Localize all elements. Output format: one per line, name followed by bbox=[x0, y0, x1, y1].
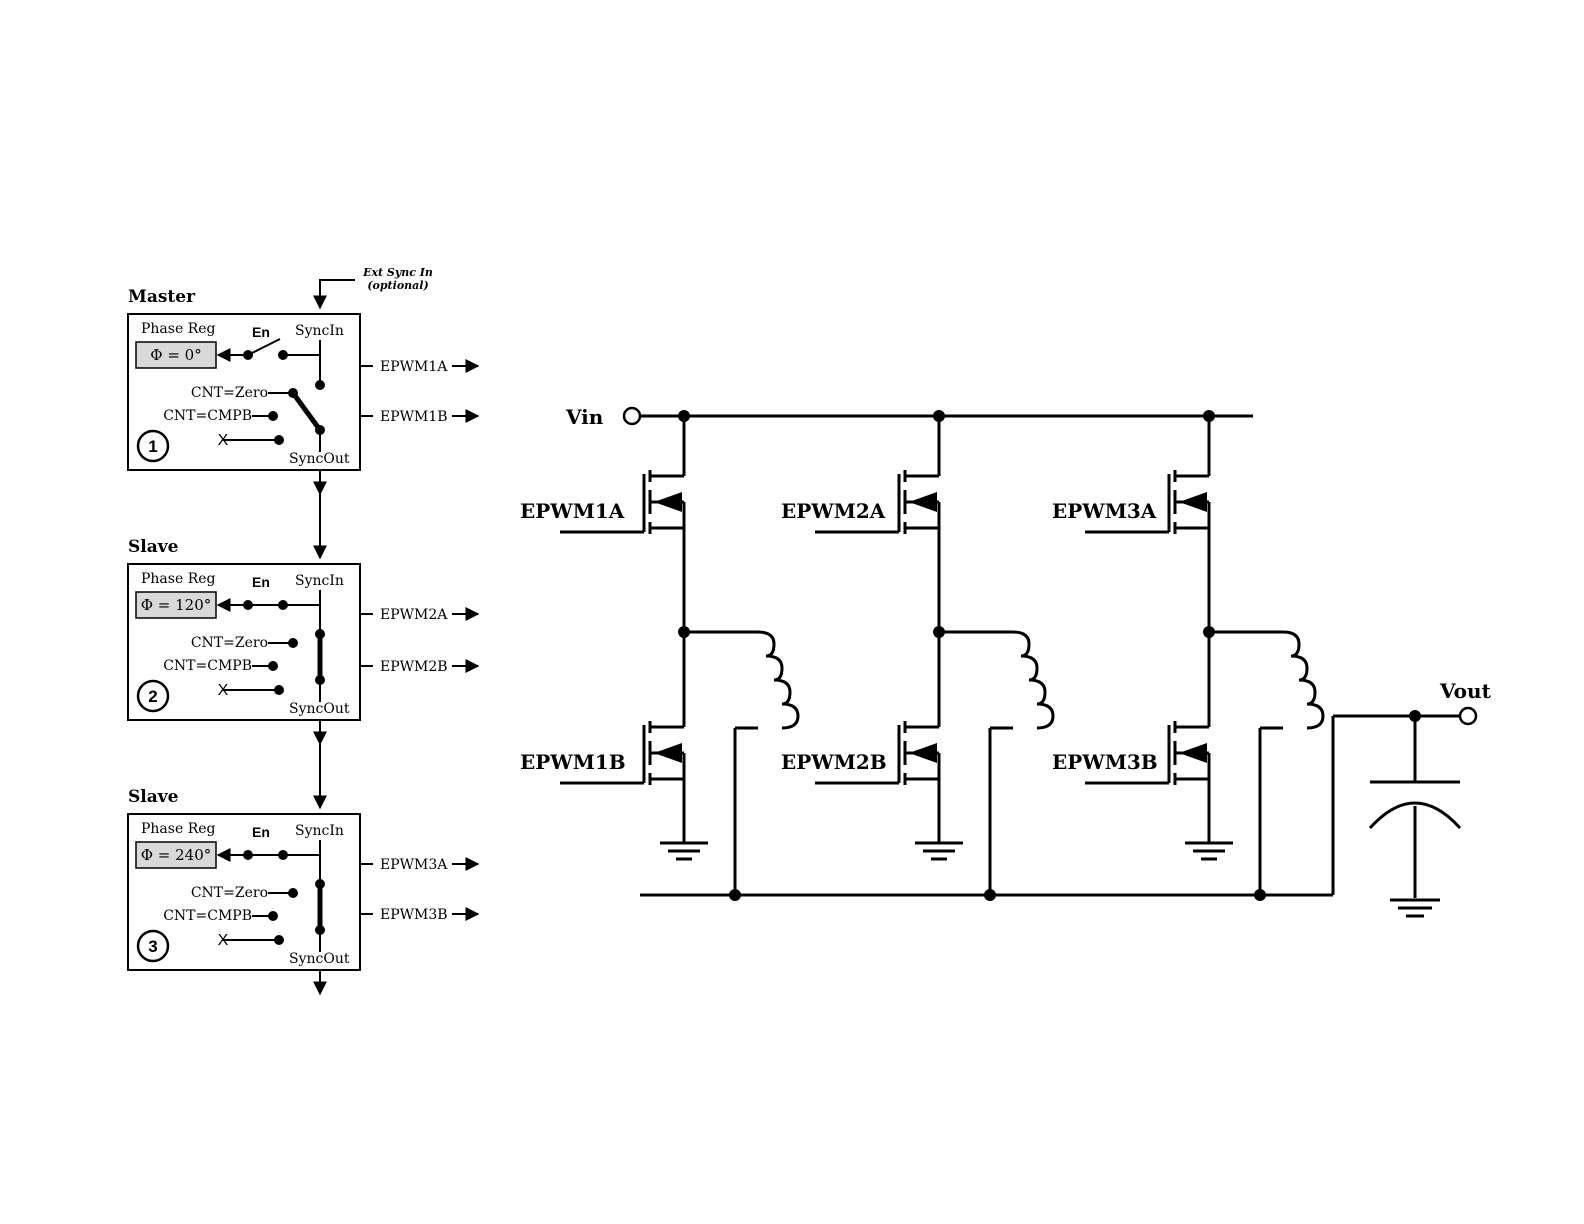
module-role-label: Slave bbox=[128, 537, 179, 557]
phase-register bbox=[135, 591, 217, 619]
enable-switch bbox=[247, 338, 281, 356]
module-number: 2 bbox=[148, 687, 157, 706]
module-role-label: Slave bbox=[128, 787, 179, 807]
enable-label: En bbox=[252, 824, 270, 840]
phase-value: Φ = 240° bbox=[141, 846, 212, 864]
vout-label: Vout bbox=[1439, 679, 1492, 703]
module-master: Master Phase Reg Φ = 0° En SyncIn CNT=Ze… bbox=[127, 287, 480, 471]
phase-reg-label: Phase Reg bbox=[141, 571, 216, 587]
module-number-badge bbox=[136, 679, 170, 713]
inductor bbox=[1012, 630, 1055, 730]
enable-label: En bbox=[252, 574, 270, 590]
ext-sync-optional-label: (optional) bbox=[367, 279, 428, 292]
mosfet-gate-label: EPWM1B bbox=[520, 750, 626, 774]
output-b-label: EPWM2B bbox=[380, 659, 448, 675]
output-a-label: EPWM2A bbox=[380, 607, 448, 623]
phase-reg-label: Phase Reg bbox=[141, 821, 216, 837]
module-number: 3 bbox=[148, 937, 157, 956]
ext-sync-label: Ext Sync In bbox=[362, 266, 433, 279]
vout-terminal bbox=[1458, 706, 1478, 726]
phase-register bbox=[135, 341, 217, 369]
sync-in-label: SyncIn bbox=[295, 823, 344, 839]
phase-value: Φ = 0° bbox=[150, 346, 201, 364]
sync-in-label: SyncIn bbox=[295, 323, 344, 339]
enable-label: En bbox=[252, 324, 270, 340]
phase-register bbox=[135, 841, 217, 869]
module-number: 1 bbox=[148, 437, 157, 456]
mosfet-gate-label: EPWM2B bbox=[781, 750, 887, 774]
output-a-label: EPWM1A bbox=[380, 359, 448, 375]
cnt-zero-label: CNT=Zero bbox=[191, 385, 268, 401]
module-slave-1: Slave Phase Reg Φ = 120° En SyncIn CNT=Z… bbox=[127, 537, 480, 721]
cnt-cmpb-label: CNT=CMPB bbox=[163, 658, 252, 674]
module-number-badge bbox=[136, 429, 170, 463]
inductor bbox=[757, 630, 800, 730]
vin-label: Vin bbox=[565, 405, 604, 429]
buck-phases: EPWM1A EPWM1B EPWM2A EPWM2B EPWM3A EPWM3B bbox=[520, 410, 1325, 901]
buck-phase-1: EPWM1A EPWM1B bbox=[520, 410, 800, 901]
vin-terminal bbox=[622, 406, 642, 426]
cnt-cmpb-label: CNT=CMPB bbox=[163, 408, 252, 424]
module-role-label: Master bbox=[128, 287, 196, 307]
output-b-label: EPWM3B bbox=[380, 907, 448, 923]
phase-reg-label: Phase Reg bbox=[141, 321, 216, 337]
vin-rail: Vin bbox=[565, 405, 1253, 429]
sync-out-label: SyncOut bbox=[289, 701, 350, 717]
output-b-label: EPWM1B bbox=[380, 409, 448, 425]
sync-in-label: SyncIn bbox=[295, 573, 344, 589]
module-number-badge bbox=[136, 929, 170, 963]
mosfet-gate-label: EPWM2A bbox=[781, 499, 886, 523]
mosfet-gate-label: EPWM3A bbox=[1052, 499, 1157, 523]
mosfet-gate-label: EPWM1A bbox=[520, 499, 625, 523]
output-capacitor: Vout bbox=[1331, 679, 1492, 918]
sync-out-select-switch bbox=[290, 391, 323, 432]
sync-out-label: SyncOut bbox=[289, 451, 350, 467]
sync-out-label: SyncOut bbox=[289, 951, 350, 967]
cnt-zero-label: CNT=Zero bbox=[191, 635, 268, 651]
cnt-zero-label: CNT=Zero bbox=[191, 885, 268, 901]
module-slave-2: Slave Phase Reg Φ = 240° En SyncIn CNT=Z… bbox=[127, 787, 480, 971]
buck-phase-3: EPWM3A EPWM3B bbox=[1052, 410, 1325, 901]
output-a-label: EPWM3A bbox=[380, 857, 448, 873]
capacitor-curved-plate bbox=[1368, 801, 1462, 830]
buck-phase-2: EPWM2A EPWM2B bbox=[781, 410, 1055, 901]
cnt-cmpb-label: CNT=CMPB bbox=[163, 908, 252, 924]
phase-value: Φ = 120° bbox=[141, 596, 212, 614]
ext-sync-input: Ext Sync In (optional) bbox=[313, 266, 433, 310]
inductor bbox=[1282, 630, 1325, 730]
mosfet-gate-label: EPWM3B bbox=[1052, 750, 1158, 774]
